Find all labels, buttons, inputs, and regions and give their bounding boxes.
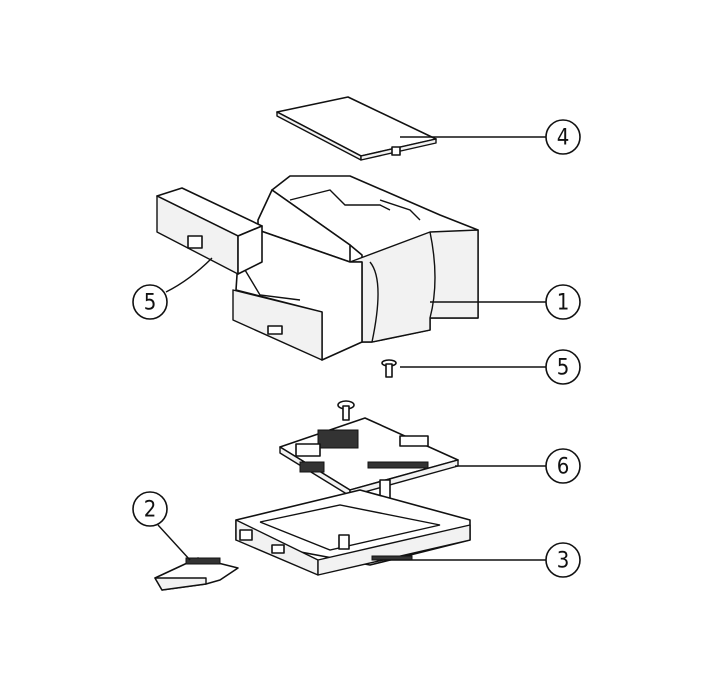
callout-5-right: 5: [545, 349, 581, 385]
circuit-board: [279, 400, 459, 505]
din-clip: [154, 557, 239, 591]
callout-6: 6: [545, 448, 581, 484]
cover-lid: [276, 96, 437, 161]
callout-label: 5: [144, 291, 157, 316]
leader-2: [157, 524, 191, 561]
callout-label: 3: [557, 549, 570, 574]
callout-5-left: 5: [132, 284, 168, 320]
callout-label: 6: [557, 455, 570, 480]
callout-3: 3: [545, 542, 581, 578]
leader-5-left: [165, 257, 213, 293]
callout-label: 2: [144, 498, 157, 523]
callout-label: 1: [557, 291, 570, 316]
terminal-cover: [156, 187, 263, 275]
callout-2: 2: [132, 491, 168, 527]
callout-label: 5: [557, 356, 570, 381]
housing: [232, 175, 479, 361]
screw: [381, 359, 397, 378]
callout-label: 4: [557, 126, 570, 151]
callout-4: 4: [545, 119, 581, 155]
base-tray: [235, 489, 471, 576]
callout-1: 1: [545, 284, 581, 320]
